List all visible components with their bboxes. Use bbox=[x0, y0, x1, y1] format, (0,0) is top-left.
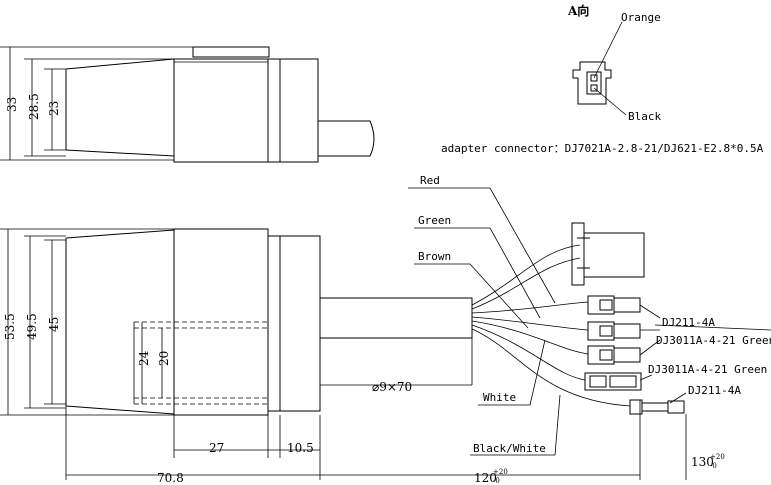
terminal-1 bbox=[587, 295, 641, 315]
conn-dj3011-b-label: DJ3011A-4-21 Green bbox=[648, 363, 767, 376]
dim-120-tol-dn: -0 bbox=[493, 477, 500, 485]
a-view-title: A向 bbox=[567, 3, 589, 18]
terminal-2 bbox=[587, 321, 641, 341]
conn-dj3011-a-label: DJ3011A-4-21 Green bbox=[656, 334, 771, 347]
cable-sleeve bbox=[319, 297, 473, 339]
wire-brown-label: Brown bbox=[418, 250, 451, 263]
terminal-3 bbox=[587, 345, 641, 365]
terminal-4 bbox=[584, 372, 642, 391]
top-housing bbox=[173, 58, 269, 163]
dim-45: 45 bbox=[47, 317, 61, 332]
dim-130-tol-up: +20 bbox=[710, 453, 725, 461]
side-view: 53.5 49.5 45 24 20 27 10.5 70.8 120 +20 … bbox=[0, 228, 725, 485]
a-view: A向 Orange Black adapter connector：DJ7021… bbox=[441, 3, 764, 155]
dim-120-tol-up: +20 bbox=[493, 468, 508, 476]
side-body-taper bbox=[65, 229, 175, 415]
dim-49-5: 49.5 bbox=[25, 313, 39, 340]
dim-53-5: 53.5 bbox=[3, 313, 17, 340]
adapter-label: adapter connector：DJ7021A-2.8-21/DJ621-E… bbox=[441, 142, 764, 155]
conn-dj211-b-label: DJ211-4A bbox=[688, 384, 741, 397]
orange-label: Orange bbox=[621, 11, 661, 24]
dim-24: 24 bbox=[137, 350, 151, 366]
dim-27: 27 bbox=[209, 441, 224, 455]
dim-10-5: 10.5 bbox=[287, 441, 314, 455]
connector-face bbox=[572, 61, 612, 105]
conn-dj211-a-label: DJ211-4A bbox=[662, 316, 715, 329]
dim-28-5: 28.5 bbox=[27, 93, 41, 120]
dim-120: 120 bbox=[474, 471, 497, 485]
dim-23: 23 bbox=[47, 101, 61, 116]
side-housing bbox=[173, 228, 269, 416]
dim-130-tol-dn: -0 bbox=[710, 462, 717, 470]
top-body-taper bbox=[65, 58, 175, 157]
wire-harness: Red Green Brown White Black/White bbox=[408, 174, 631, 456]
dim-20: 20 bbox=[157, 351, 171, 366]
terminal-5 bbox=[629, 399, 685, 415]
connector-block bbox=[571, 222, 645, 286]
top-view: 33 28.5 23 bbox=[0, 46, 375, 163]
dim-130: 130 bbox=[691, 455, 714, 469]
wire-white-label: White bbox=[483, 391, 516, 404]
black-label: Black bbox=[628, 110, 661, 123]
wire-black-white-label: Black/White bbox=[473, 442, 546, 455]
dim-33: 33 bbox=[5, 97, 19, 112]
dim-70-8: 70.8 bbox=[157, 471, 184, 485]
wire-red-label: Red bbox=[420, 174, 440, 187]
dim-cable: ⌀9×70 bbox=[372, 380, 412, 394]
wire-green-label: Green bbox=[418, 214, 451, 227]
